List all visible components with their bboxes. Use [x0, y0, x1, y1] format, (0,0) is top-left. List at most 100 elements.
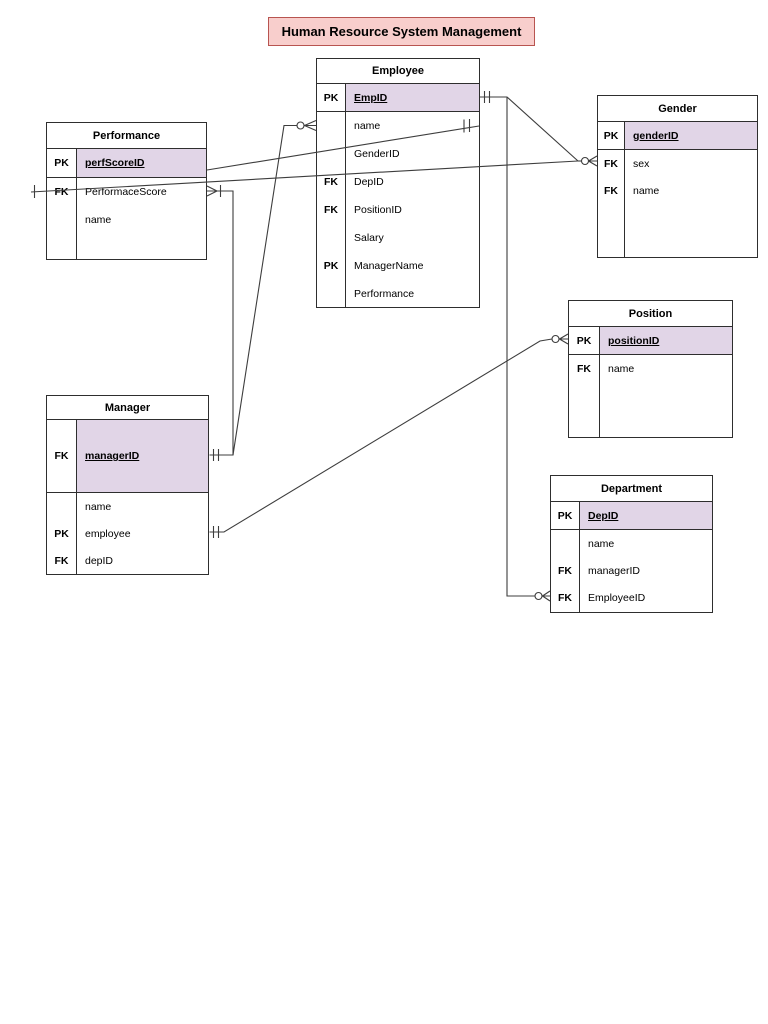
crow-foot-employee-name [304, 119, 317, 132]
attribute-row-employee-performance: Performance [317, 280, 479, 308]
attribute-row-employee-managername: PK ManagerName [317, 252, 479, 280]
attribute-row-employee-salary: Salary [317, 224, 479, 252]
attribute-label: positionID [599, 327, 732, 354]
attribute-row-manager-employee: PK employee [47, 520, 208, 547]
key-label [551, 530, 579, 557]
key-label: FK [54, 554, 69, 567]
key-column-divider [76, 149, 77, 259]
crow-foot-position [559, 333, 569, 345]
attribute-label: DepID [579, 502, 712, 529]
key-label: PK [576, 334, 592, 347]
attribute-row-gender-name: FK name [598, 177, 757, 204]
attribute-label: ManagerName [354, 260, 424, 272]
key-label: PK [54, 157, 69, 169]
entity-title-employee: Employee [317, 59, 479, 84]
crow-foot-performance [206, 185, 218, 197]
key-label: PK [557, 509, 573, 522]
attribute-row-performance-performacescore: FK PerformaceScore [47, 178, 206, 206]
attribute-row-gender-sex: FK sex [598, 150, 757, 177]
entity-title-manager: Manager [47, 396, 208, 420]
attribute-row-employee-positionid: FK PositionID [317, 196, 479, 224]
attribute-label: GenderID [354, 148, 400, 160]
key-label: PK [54, 527, 69, 540]
attribute-row-department-employeeid: FK EmployeeID [551, 584, 712, 611]
key-label [317, 112, 345, 140]
attribute-row-performance-perfscoreid: PK perfScoreID [47, 149, 206, 178]
key-label: FK [558, 591, 572, 604]
attribute-label: name [85, 500, 112, 513]
zero-or-many-circle-position [551, 334, 560, 344]
line-manager-performance [209, 190, 234, 456]
key-label [317, 280, 345, 308]
key-label: PK [323, 91, 339, 104]
entity-title-performance: Performance [47, 123, 206, 149]
key-column-divider [599, 327, 600, 437]
key-label: FK [324, 204, 338, 216]
key-column-divider [345, 84, 346, 308]
key-column-divider [624, 122, 625, 257]
line-employee-gender [480, 96, 579, 162]
attribute-label: name [633, 184, 660, 197]
attribute-label: DepID [354, 176, 384, 188]
attribute-label: PositionID [354, 204, 402, 216]
diagram-title: Human Resource System Management [268, 17, 535, 46]
attribute-row-manager-managerid: FK managerID [47, 420, 208, 493]
key-column-divider [76, 420, 77, 574]
key-label [317, 224, 345, 252]
key-label: FK [54, 186, 69, 198]
one-and-only-one-ticks-manager-employee [212, 526, 220, 538]
key-label [47, 493, 76, 520]
attribute-row-employee-depid: FK DepID [317, 168, 479, 196]
attribute-row-position-positionid: PK positionID [569, 327, 732, 355]
attribute-label: depID [85, 554, 114, 567]
attribute-row-employee-empid: PK EmpID [317, 84, 479, 112]
attribute-row-employee-name: name [317, 112, 479, 140]
key-label: FK [54, 450, 69, 462]
attribute-label: employee [85, 527, 131, 540]
one-and-only-one-ticks-empid [483, 91, 491, 103]
key-label: FK [604, 184, 618, 197]
attribute-label: name [588, 537, 615, 550]
attribute-row-department-depid: PK DepID [551, 502, 712, 530]
attribute-row-manager-depid: FK depID [47, 547, 208, 574]
attribute-label: perfScoreID [76, 149, 206, 177]
line-manager-position [209, 338, 553, 533]
attribute-row-performance-name: name [47, 206, 206, 234]
attribute-label: genderID [624, 122, 757, 149]
key-label [47, 206, 76, 234]
attribute-label: Performance [354, 288, 415, 300]
key-label: FK [577, 362, 591, 375]
attribute-label: EmployeeID [588, 591, 646, 604]
attribute-label: managerID [76, 420, 208, 492]
crow-foot-department [542, 590, 551, 602]
key-label: PK [323, 260, 339, 272]
key-label: FK [604, 157, 618, 170]
attribute-label: sex [633, 157, 650, 170]
entity-title-gender: Gender [598, 96, 757, 122]
attribute-label: name [85, 214, 112, 226]
key-column-divider [579, 502, 580, 612]
entity-title-department: Department [551, 476, 712, 502]
key-label: FK [558, 564, 572, 577]
line-manager-employee [232, 124, 297, 456]
key-label [317, 140, 345, 168]
attribute-label: PerformaceScore [85, 186, 167, 198]
attribute-row-employee-genderid: GenderID [317, 140, 479, 168]
attribute-label: EmpID [345, 84, 479, 111]
zero-or-many-circle-employee-name [296, 121, 305, 130]
zero-or-many-circle-gender [580, 156, 590, 166]
attribute-row-manager-name: name [47, 493, 208, 520]
key-label: FK [324, 176, 338, 188]
zero-or-many-circle-department [534, 591, 543, 601]
